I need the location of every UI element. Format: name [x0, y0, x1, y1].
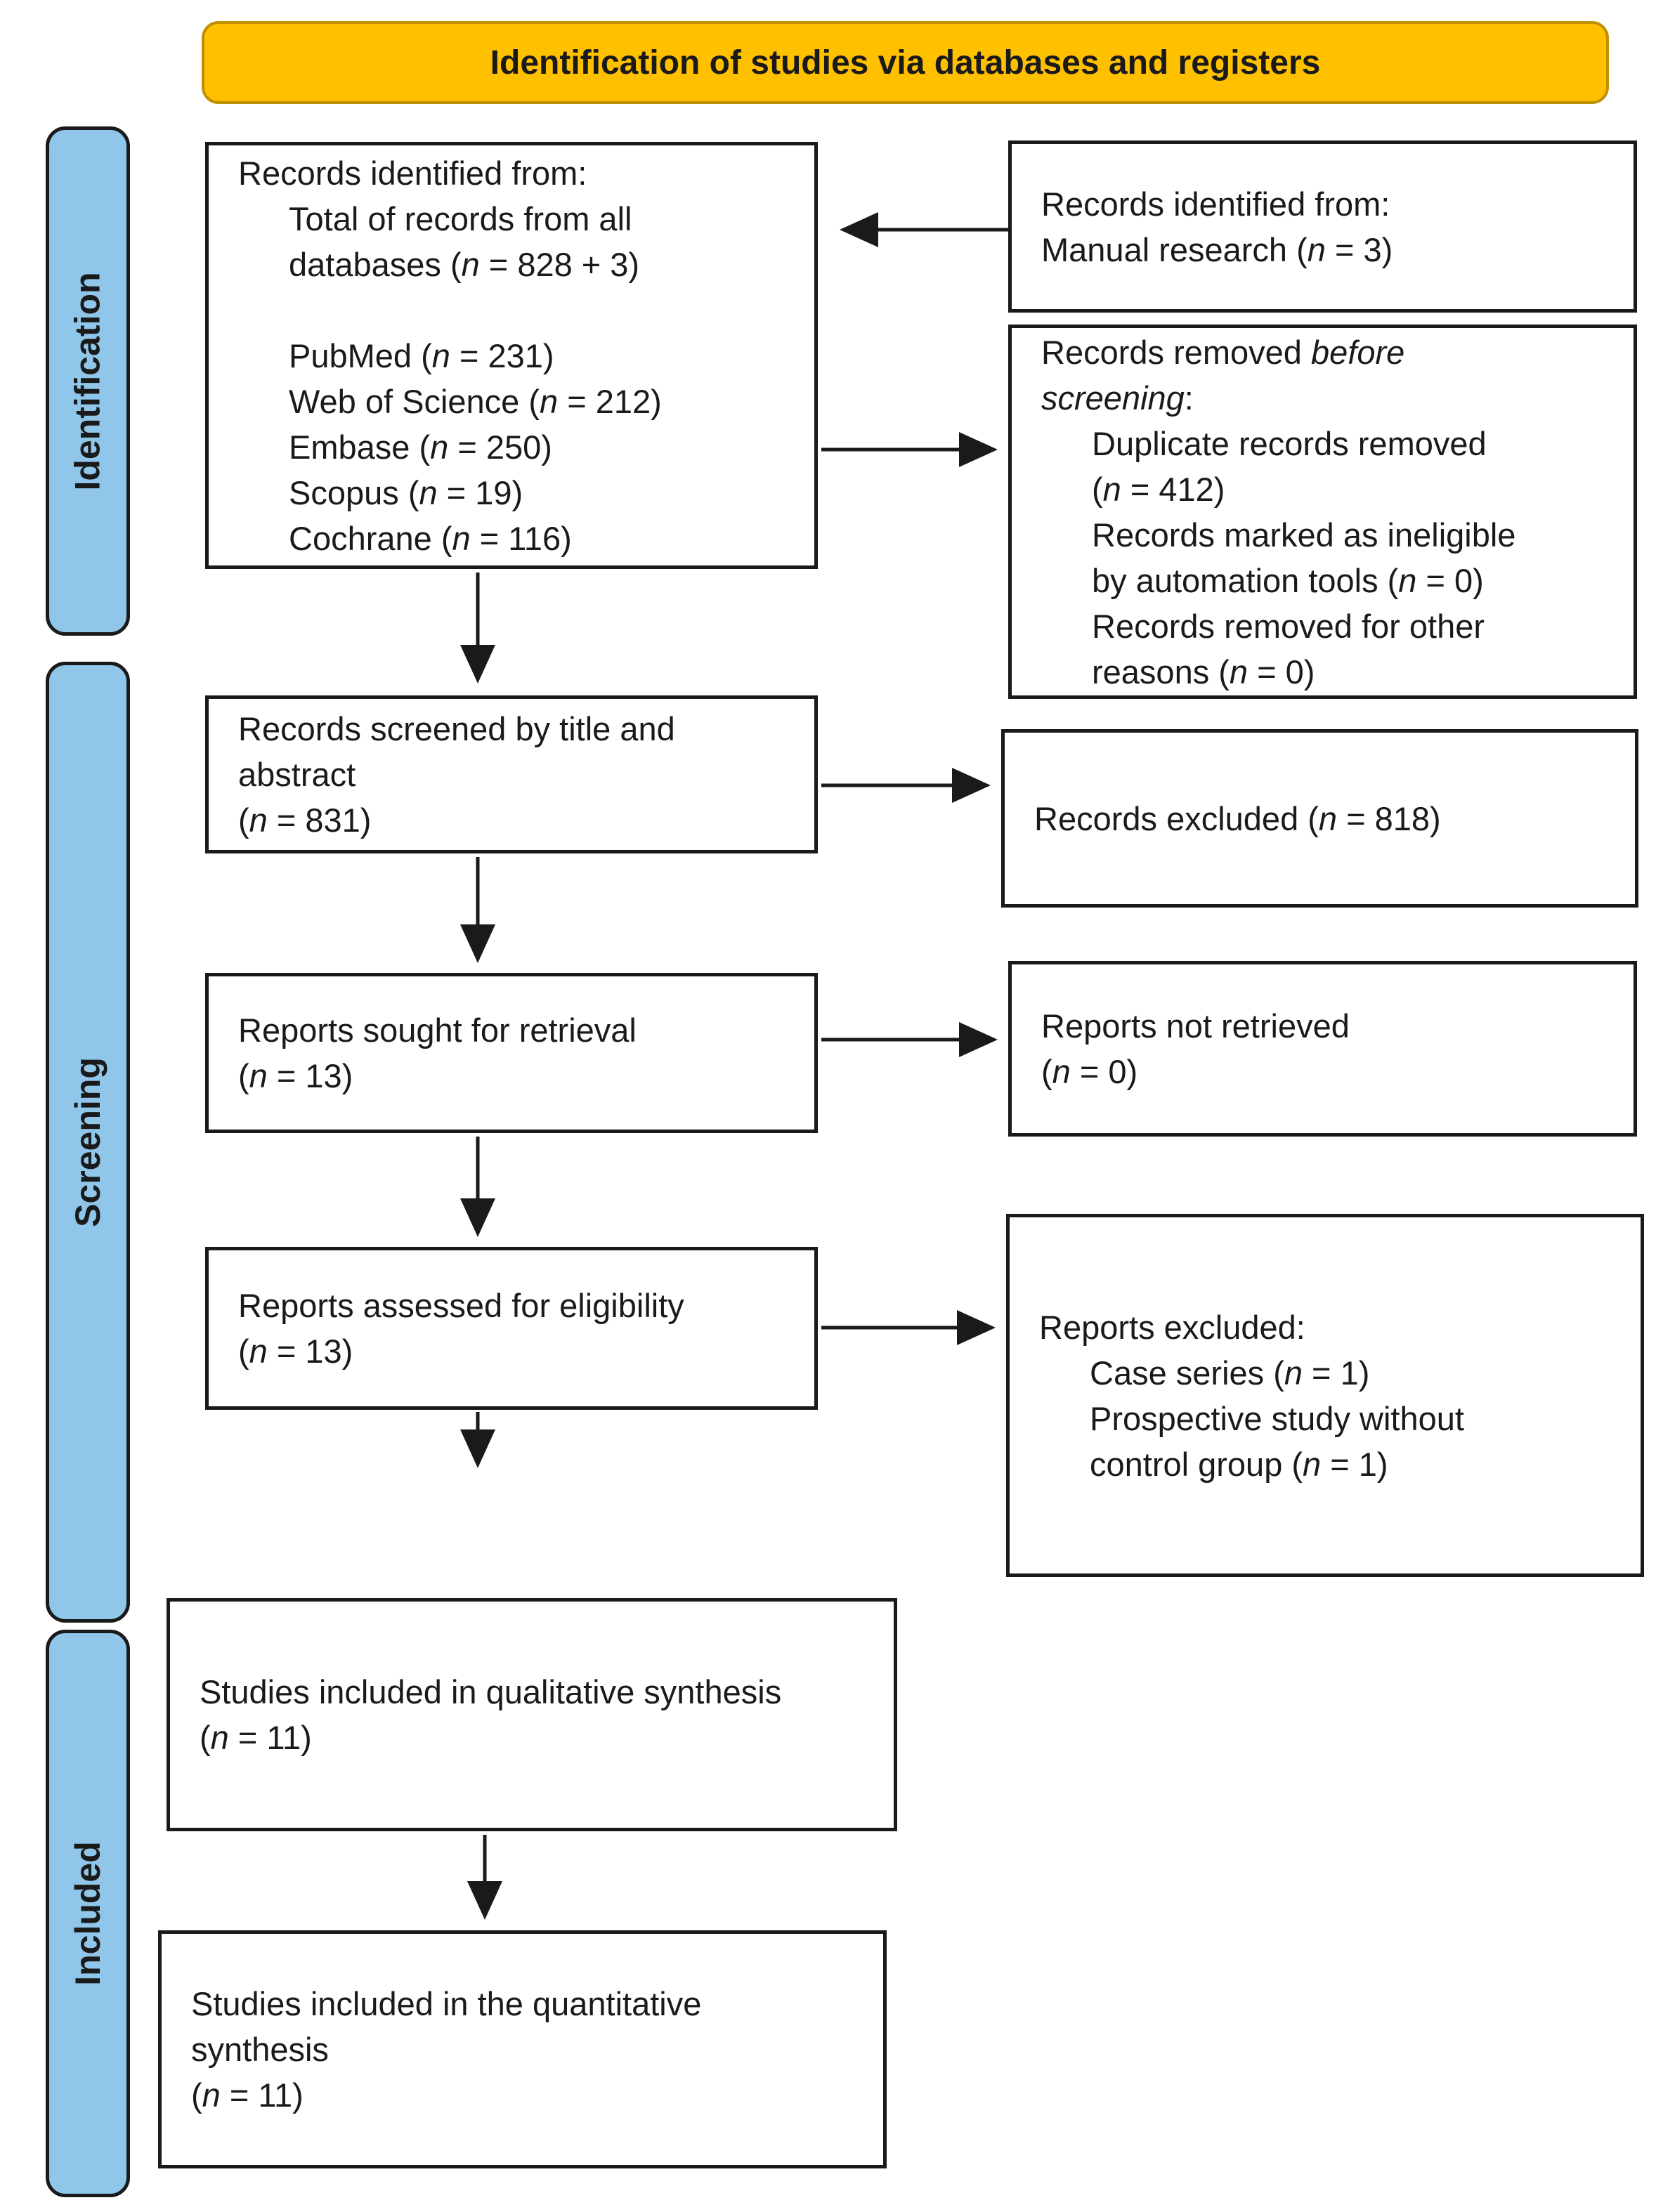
box-records-identified: Records identified from: Total of records…: [205, 142, 818, 569]
text-line: (n = 0): [1041, 1053, 1138, 1090]
text-line: Reports not retrieved: [1041, 1007, 1350, 1045]
box-reports-assessed: Reports assessed for eligibility (n = 13): [205, 1247, 818, 1410]
text-line: Reports sought for retrieval: [238, 1012, 637, 1049]
text-line: (n = 11): [191, 2076, 304, 2114]
box-reports-not-retrieved-text: Reports not retrieved (n = 0): [1012, 1003, 1634, 1094]
box-reports-not-retrieved: Reports not retrieved (n = 0): [1008, 961, 1637, 1137]
box-quantitative-synthesis-text: Studies included in the quantitative synt…: [162, 1981, 883, 2118]
box-records-screened-text: Records screened by title and abstract (n …: [209, 706, 814, 843]
text-line: Embase (n = 250): [289, 428, 552, 466]
stage-identification-label: Identification: [68, 271, 108, 491]
box-records-excluded-text: Records excluded (n = 818): [1005, 796, 1635, 842]
text-line: Studies included in qualitative synthesi…: [200, 1673, 782, 1710]
box-records-screened: Records screened by title and abstract (n …: [205, 695, 818, 853]
text-line: (n = 831): [238, 801, 372, 839]
box-records-excluded: Records excluded (n = 818): [1001, 729, 1638, 908]
box-qualitative-synthesis: Studies included in qualitative synthesi…: [167, 1598, 897, 1831]
text-line: (n = 13): [238, 1057, 353, 1094]
text-line: Records screened by title and: [238, 710, 675, 747]
box-records-removed-before-screening: Records removed before screening: Duplicat…: [1008, 325, 1637, 699]
text-line: Records excluded (n = 818): [1034, 799, 1441, 837]
diagram-title: Identification of studies via databases …: [490, 44, 1321, 81]
text-line: Records removed for other: [1092, 607, 1485, 645]
text-line: reasons (n = 0): [1092, 653, 1315, 691]
box-qualitative-synthesis-text: Studies included in qualitative synthesi…: [170, 1669, 894, 1760]
text-line: (n = 412): [1092, 470, 1225, 508]
stage-included: Included: [46, 1630, 130, 2197]
text-line: Duplicate records removed: [1092, 424, 1487, 462]
text-line: (n = 13): [238, 1333, 353, 1370]
text-line: abstract: [238, 756, 356, 793]
box-records-identified-text: Records identified from: Total of records…: [209, 150, 814, 561]
text-line: Total of records from all: [289, 199, 632, 237]
text-line: Studies included in the quantitative: [191, 1985, 702, 2022]
text-line: Web of Science (n = 212): [289, 382, 662, 420]
stage-screening: Screening: [46, 662, 130, 1623]
stage-identification: Identification: [46, 126, 130, 636]
box-manual-research-text: Records identified from: Manual research …: [1012, 181, 1634, 273]
text-line: control group (n = 1): [1090, 1445, 1388, 1483]
stage-screening-label: Screening: [68, 1057, 107, 1227]
text-line: by automation tools (n = 0): [1092, 561, 1484, 599]
text-line: Records identified from:: [238, 154, 587, 192]
text-line: (n = 11): [200, 1719, 312, 1756]
box-reports-excluded: Reports excluded: Case series (n = 1) Pros…: [1006, 1214, 1644, 1577]
text-line: screening:: [1041, 379, 1194, 417]
text-line: Records identified from:: [1041, 185, 1390, 223]
box-reports-excluded-text: Reports excluded: Case series (n = 1) Pros…: [1010, 1304, 1641, 1487]
diagram-title-banner: Identification of studies via databases …: [202, 21, 1609, 104]
text-line: [238, 287, 797, 333]
text-line: Cochrane (n = 116): [289, 519, 572, 557]
text-line: Reports excluded:: [1039, 1308, 1305, 1346]
box-manual-research: Records identified from: Manual research …: [1008, 140, 1637, 313]
text-line: Scopus (n = 19): [289, 473, 523, 511]
text-line: Manual research (n = 3): [1041, 230, 1393, 268]
text-line: Records removed before: [1041, 333, 1405, 371]
box-reports-sought-text: Reports sought for retrieval (n = 13): [209, 1007, 814, 1099]
text-line: databases (n = 828 + 3): [289, 245, 640, 283]
text-line: Reports assessed for eligibility: [238, 1287, 684, 1324]
box-quantitative-synthesis: Studies included in the quantitative synt…: [158, 1930, 887, 2168]
text-line: PubMed (n = 231): [289, 336, 554, 374]
text-line: Prospective study without: [1090, 1399, 1464, 1437]
text-line: Records marked as ineligible: [1092, 516, 1516, 554]
text-line: synthesis: [191, 2031, 329, 2068]
box-reports-sought: Reports sought for retrieval (n = 13): [205, 973, 818, 1133]
box-reports-assessed-text: Reports assessed for eligibility (n = 13): [209, 1283, 814, 1374]
text-line: Case series (n = 1): [1090, 1354, 1370, 1392]
box-records-removed-before-screening-text: Records removed before screening: Duplicat…: [1012, 329, 1634, 695]
stage-included-label: Included: [68, 1841, 108, 1986]
